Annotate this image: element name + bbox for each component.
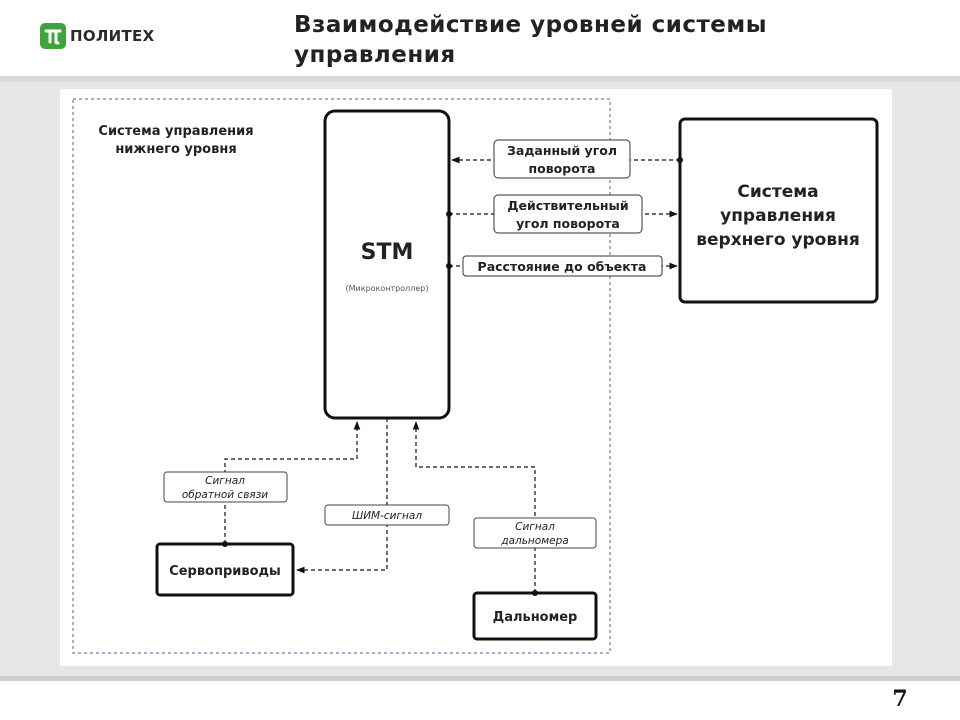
header-divider [0, 76, 960, 82]
distance-label-box [462, 255, 663, 277]
logo-text: ПОЛИТЕХ [70, 27, 155, 45]
footer-divider [0, 676, 960, 681]
pwm-label-box [324, 504, 450, 526]
politech-logo: ПОЛИТЕХ [40, 22, 154, 50]
feedback-label-box [163, 471, 288, 503]
feedback-label-line-1: Сигнал [205, 475, 245, 487]
servos-label: Сервоприводы [169, 564, 281, 579]
title-line-2: управления [294, 42, 456, 68]
stm-title: STM [361, 240, 414, 265]
set-angle-dot [677, 157, 683, 163]
lower-level-frame [72, 98, 611, 654]
lower-level-label-line-2: нижнего уровня [115, 142, 236, 157]
upper-level-line-2: управления [720, 206, 836, 226]
slide-header [0, 0, 960, 76]
page-number: 7 [892, 686, 908, 712]
rangefinder-signal-label-line-2: дальномера [500, 535, 568, 547]
set-angle-label-line-2: поворота [529, 161, 596, 176]
actual-angle-dot [446, 211, 452, 217]
slide-title: Взаимодействие уровней системы управлени… [294, 10, 914, 70]
upper-level-block [678, 117, 879, 304]
title-line-1: Взаимодействие уровней системы [294, 12, 768, 38]
rangefinder-label: Дальномер [493, 610, 578, 625]
distance-dot [446, 263, 452, 269]
rangefinder-signal-dot [532, 590, 538, 596]
set-angle-label-box [493, 139, 631, 179]
rangefinder-signal-label-box [473, 517, 597, 549]
politech-logo-icon [40, 23, 66, 49]
distance-label: Расстояние до объекта [478, 259, 647, 274]
lower-level-label-line-1: Система управления [98, 124, 253, 139]
pwm-label: ШИМ-сигнал [352, 510, 422, 522]
upper-level-line-1: Система [737, 182, 818, 202]
diagram-canvas: Система управления нижнего уровня STM (М… [72, 98, 879, 654]
feedback-dot [222, 541, 228, 547]
rangefinder-signal-label-line-1: Сигнал [515, 521, 555, 533]
stm-subtitle: (Микроконтроллер) [346, 284, 429, 293]
set-angle-label-line-1: Заданный угол [507, 143, 617, 158]
upper-level-line-3: верхнего уровня [696, 230, 860, 250]
actual-angle-label-box [493, 194, 643, 234]
feedback-label-line-2: обратной связи [182, 489, 268, 501]
actual-angle-label-line-2: угол поворота [516, 216, 620, 231]
pwm-connector [296, 418, 388, 574]
actual-angle-label-line-1: Действительный [507, 198, 628, 213]
control-levels-diagram: Система управления нижнего уровня STM (М… [60, 89, 892, 666]
